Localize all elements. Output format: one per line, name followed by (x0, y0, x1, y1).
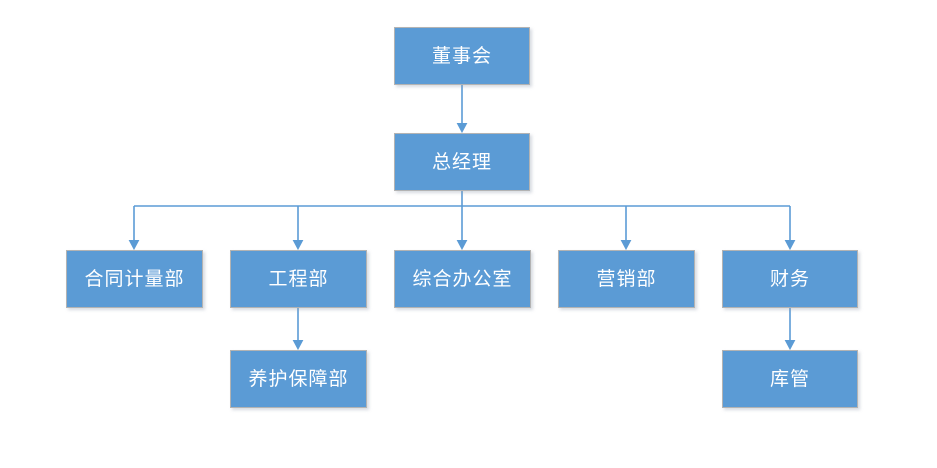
node-marketing-dept[interactable]: 营销部 (558, 250, 695, 308)
node-maintenance-support-dept[interactable]: 养护保障部 (230, 350, 367, 408)
node-finance-dept-label: 财务 (769, 268, 810, 290)
node-general-manager-label: 总经理 (431, 151, 492, 173)
node-warehouse-management-label: 库管 (769, 368, 810, 390)
node-engineering-dept-label: 工程部 (268, 268, 329, 290)
node-board-label: 董事会 (431, 45, 492, 67)
node-finance-dept[interactable]: 财务 (722, 250, 858, 308)
node-warehouse-management[interactable]: 库管 (722, 350, 858, 408)
node-general-office-label: 综合办公室 (412, 268, 513, 290)
node-contract-measurement-dept-label: 合同计量部 (84, 268, 185, 290)
node-contract-measurement-dept[interactable]: 合同计量部 (66, 250, 203, 308)
node-maintenance-support-dept-label: 养护保障部 (248, 368, 349, 390)
node-general-manager[interactable]: 总经理 (394, 133, 530, 191)
node-engineering-dept[interactable]: 工程部 (230, 250, 367, 308)
node-marketing-dept-label: 营销部 (596, 268, 657, 290)
node-board[interactable]: 董事会 (394, 27, 530, 85)
node-general-office[interactable]: 综合办公室 (394, 250, 531, 308)
